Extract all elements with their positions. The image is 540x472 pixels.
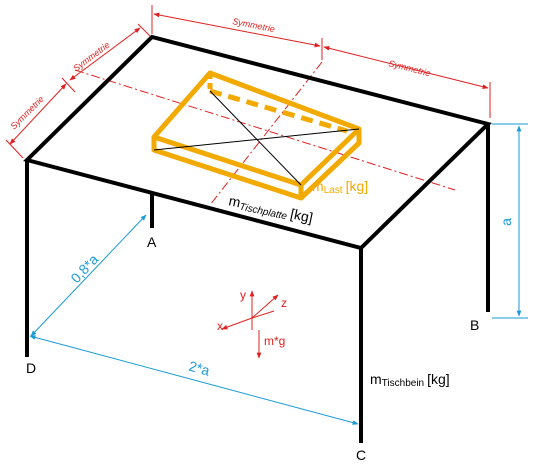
height-dimension: [492, 123, 528, 319]
leg-mass-label: mTischbein[kg]: [370, 371, 450, 389]
point-d: D: [26, 360, 36, 376]
axis-z-label: z: [281, 296, 287, 310]
symmetry-label-top-left: Symmetrie: [232, 16, 276, 34]
symmetry-dimensions: [5, 5, 491, 159]
point-b: B: [470, 317, 479, 333]
table-legs: [25, 124, 490, 443]
point-a: A: [147, 234, 157, 250]
axis-x-label: x: [217, 319, 223, 333]
load-box: [151, 70, 362, 201]
axis-y-label: y: [240, 288, 246, 302]
depth-label: 0,8*a: [67, 251, 101, 286]
load-mass-label: mLast[kg]: [312, 178, 368, 196]
symmetry-label-top-right: Symmetrie: [388, 58, 432, 78]
point-c: C: [356, 447, 366, 463]
symmetry-label-left-upper: Symmetrie: [71, 40, 111, 74]
height-label: a: [498, 218, 514, 226]
depth-dimension: [30, 214, 147, 337]
width-label: 2*a: [187, 358, 212, 379]
width-dimension: [29, 335, 359, 425]
weight-label: m*g: [264, 334, 285, 348]
coordinate-system: [221, 290, 279, 359]
load-diagonals: [153, 90, 360, 186]
symmetry-lines: [74, 61, 456, 206]
